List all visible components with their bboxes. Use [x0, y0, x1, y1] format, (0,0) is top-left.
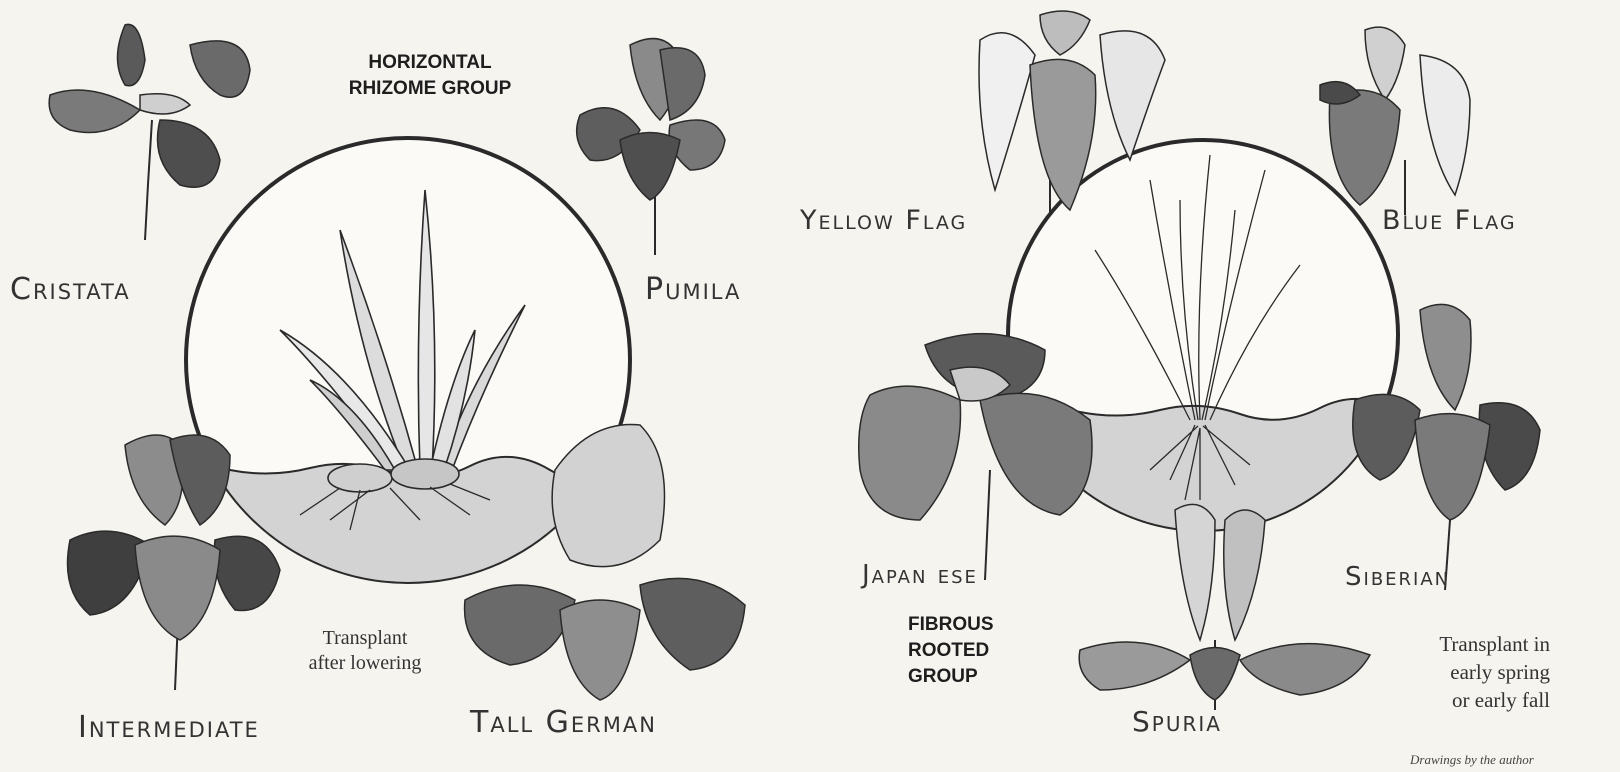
fibrous-transplant-note: Transplant in early spring or early fall — [1390, 630, 1550, 714]
label-yellow-flag: Yellow Flag — [800, 205, 967, 236]
fibrous-title-line1: FIBROUS — [908, 612, 994, 638]
fibrous-note-line3: or early fall — [1390, 686, 1550, 714]
label-japanese: Japan ese — [862, 560, 978, 590]
author-credit: Drawings by the author — [1410, 752, 1534, 768]
blue-flag-flower-icon — [1320, 27, 1470, 215]
spuria-flower-icon — [1079, 504, 1370, 710]
fibrous-note-line2: early spring — [1390, 658, 1550, 686]
label-pumila: Pumila — [645, 272, 741, 307]
pumila-flower-icon — [577, 39, 725, 255]
rhizome-title-line1: HORIZONTAL — [330, 50, 530, 76]
cristata-flower-icon — [49, 24, 250, 240]
rhizome-note-line2: after lowering — [285, 651, 445, 676]
rhizome-title-line2: RHIZOME GROUP — [330, 76, 530, 102]
label-siberian: Siberian — [1345, 562, 1450, 592]
fibrous-group-title: FIBROUS ROOTED GROUP — [908, 612, 994, 690]
label-intermediate: Intermediate — [78, 710, 260, 745]
label-spuria: Spuria — [1132, 705, 1222, 738]
fibrous-note-line1: Transplant in — [1390, 630, 1550, 658]
fibrous-title-line2: ROOTED — [908, 638, 994, 664]
label-blue-flag: Blue Flag — [1382, 205, 1517, 236]
label-cristata: Cristata — [10, 272, 131, 307]
fibrous-title-line3: GROUP — [908, 664, 994, 690]
rhizome-note-line1: Transplant — [285, 626, 445, 651]
label-tall-german: Tall German — [470, 705, 657, 740]
rhizome-transplant-note: Transplant after lowering — [285, 626, 445, 676]
rhizome-group-title: HORIZONTAL RHIZOME GROUP — [330, 50, 530, 102]
